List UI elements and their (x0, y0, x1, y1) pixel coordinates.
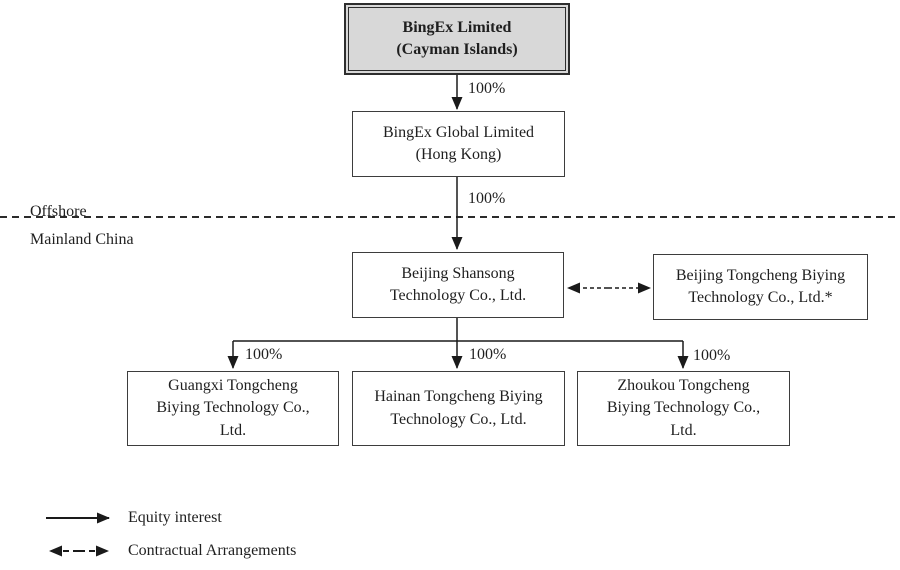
ownership-label-global-to-shansong: 100% (468, 190, 506, 207)
node-bingex-limited-inner: BingEx Limited (Cayman Islands) (348, 7, 566, 71)
region-label-offshore: Offshore (30, 203, 87, 220)
ownership-label-shansong-to-guangxi: 100% (245, 346, 283, 363)
legend-label-equity-interest: Equity interest (128, 509, 222, 526)
ownership-label-shansong-to-hainan: 100% (469, 346, 507, 363)
node-bingex-global: BingEx Global Limited (Hong Kong) (352, 111, 565, 177)
node-guangxi-tongcheng: Guangxi Tongcheng Biying Technology Co.,… (127, 371, 339, 446)
node-hainan-tongcheng-label: Hainan Tongcheng Biying Technology Co., … (374, 388, 543, 428)
ownership-label-shansong-to-zhoukou: 100% (693, 347, 731, 364)
node-beijing-shansong: Beijing Shansong Technology Co., Ltd. (352, 252, 564, 318)
node-beijing-tongcheng-biying: Beijing Tongcheng Biying Technology Co.,… (653, 254, 868, 320)
node-bingex-global-label: BingEx Global Limited (Hong Kong) (382, 123, 535, 163)
node-hainan-tongcheng: Hainan Tongcheng Biying Technology Co., … (352, 371, 565, 446)
node-beijing-shansong-label: Beijing Shansong Technology Co., Ltd. (389, 264, 527, 304)
node-zhoukou-tongcheng-label: Zhoukou Tongcheng Biying Technology Co.,… (606, 377, 761, 439)
legend-label-contractual-arrangements: Contractual Arrangements (128, 542, 297, 559)
node-bingex-limited-label: BingEx Limited (Cayman Islands) (396, 18, 518, 58)
node-zhoukou-tongcheng: Zhoukou Tongcheng Biying Technology Co.,… (577, 371, 790, 446)
node-bingex-limited: BingEx Limited (Cayman Islands) (344, 3, 570, 75)
node-guangxi-tongcheng-label: Guangxi Tongcheng Biying Technology Co.,… (156, 377, 310, 439)
ownership-label-bingex-to-global: 100% (468, 80, 506, 97)
region-label-mainland-china: Mainland China (30, 231, 134, 248)
node-beijing-tongcheng-biying-label: Beijing Tongcheng Biying Technology Co.,… (675, 266, 846, 306)
